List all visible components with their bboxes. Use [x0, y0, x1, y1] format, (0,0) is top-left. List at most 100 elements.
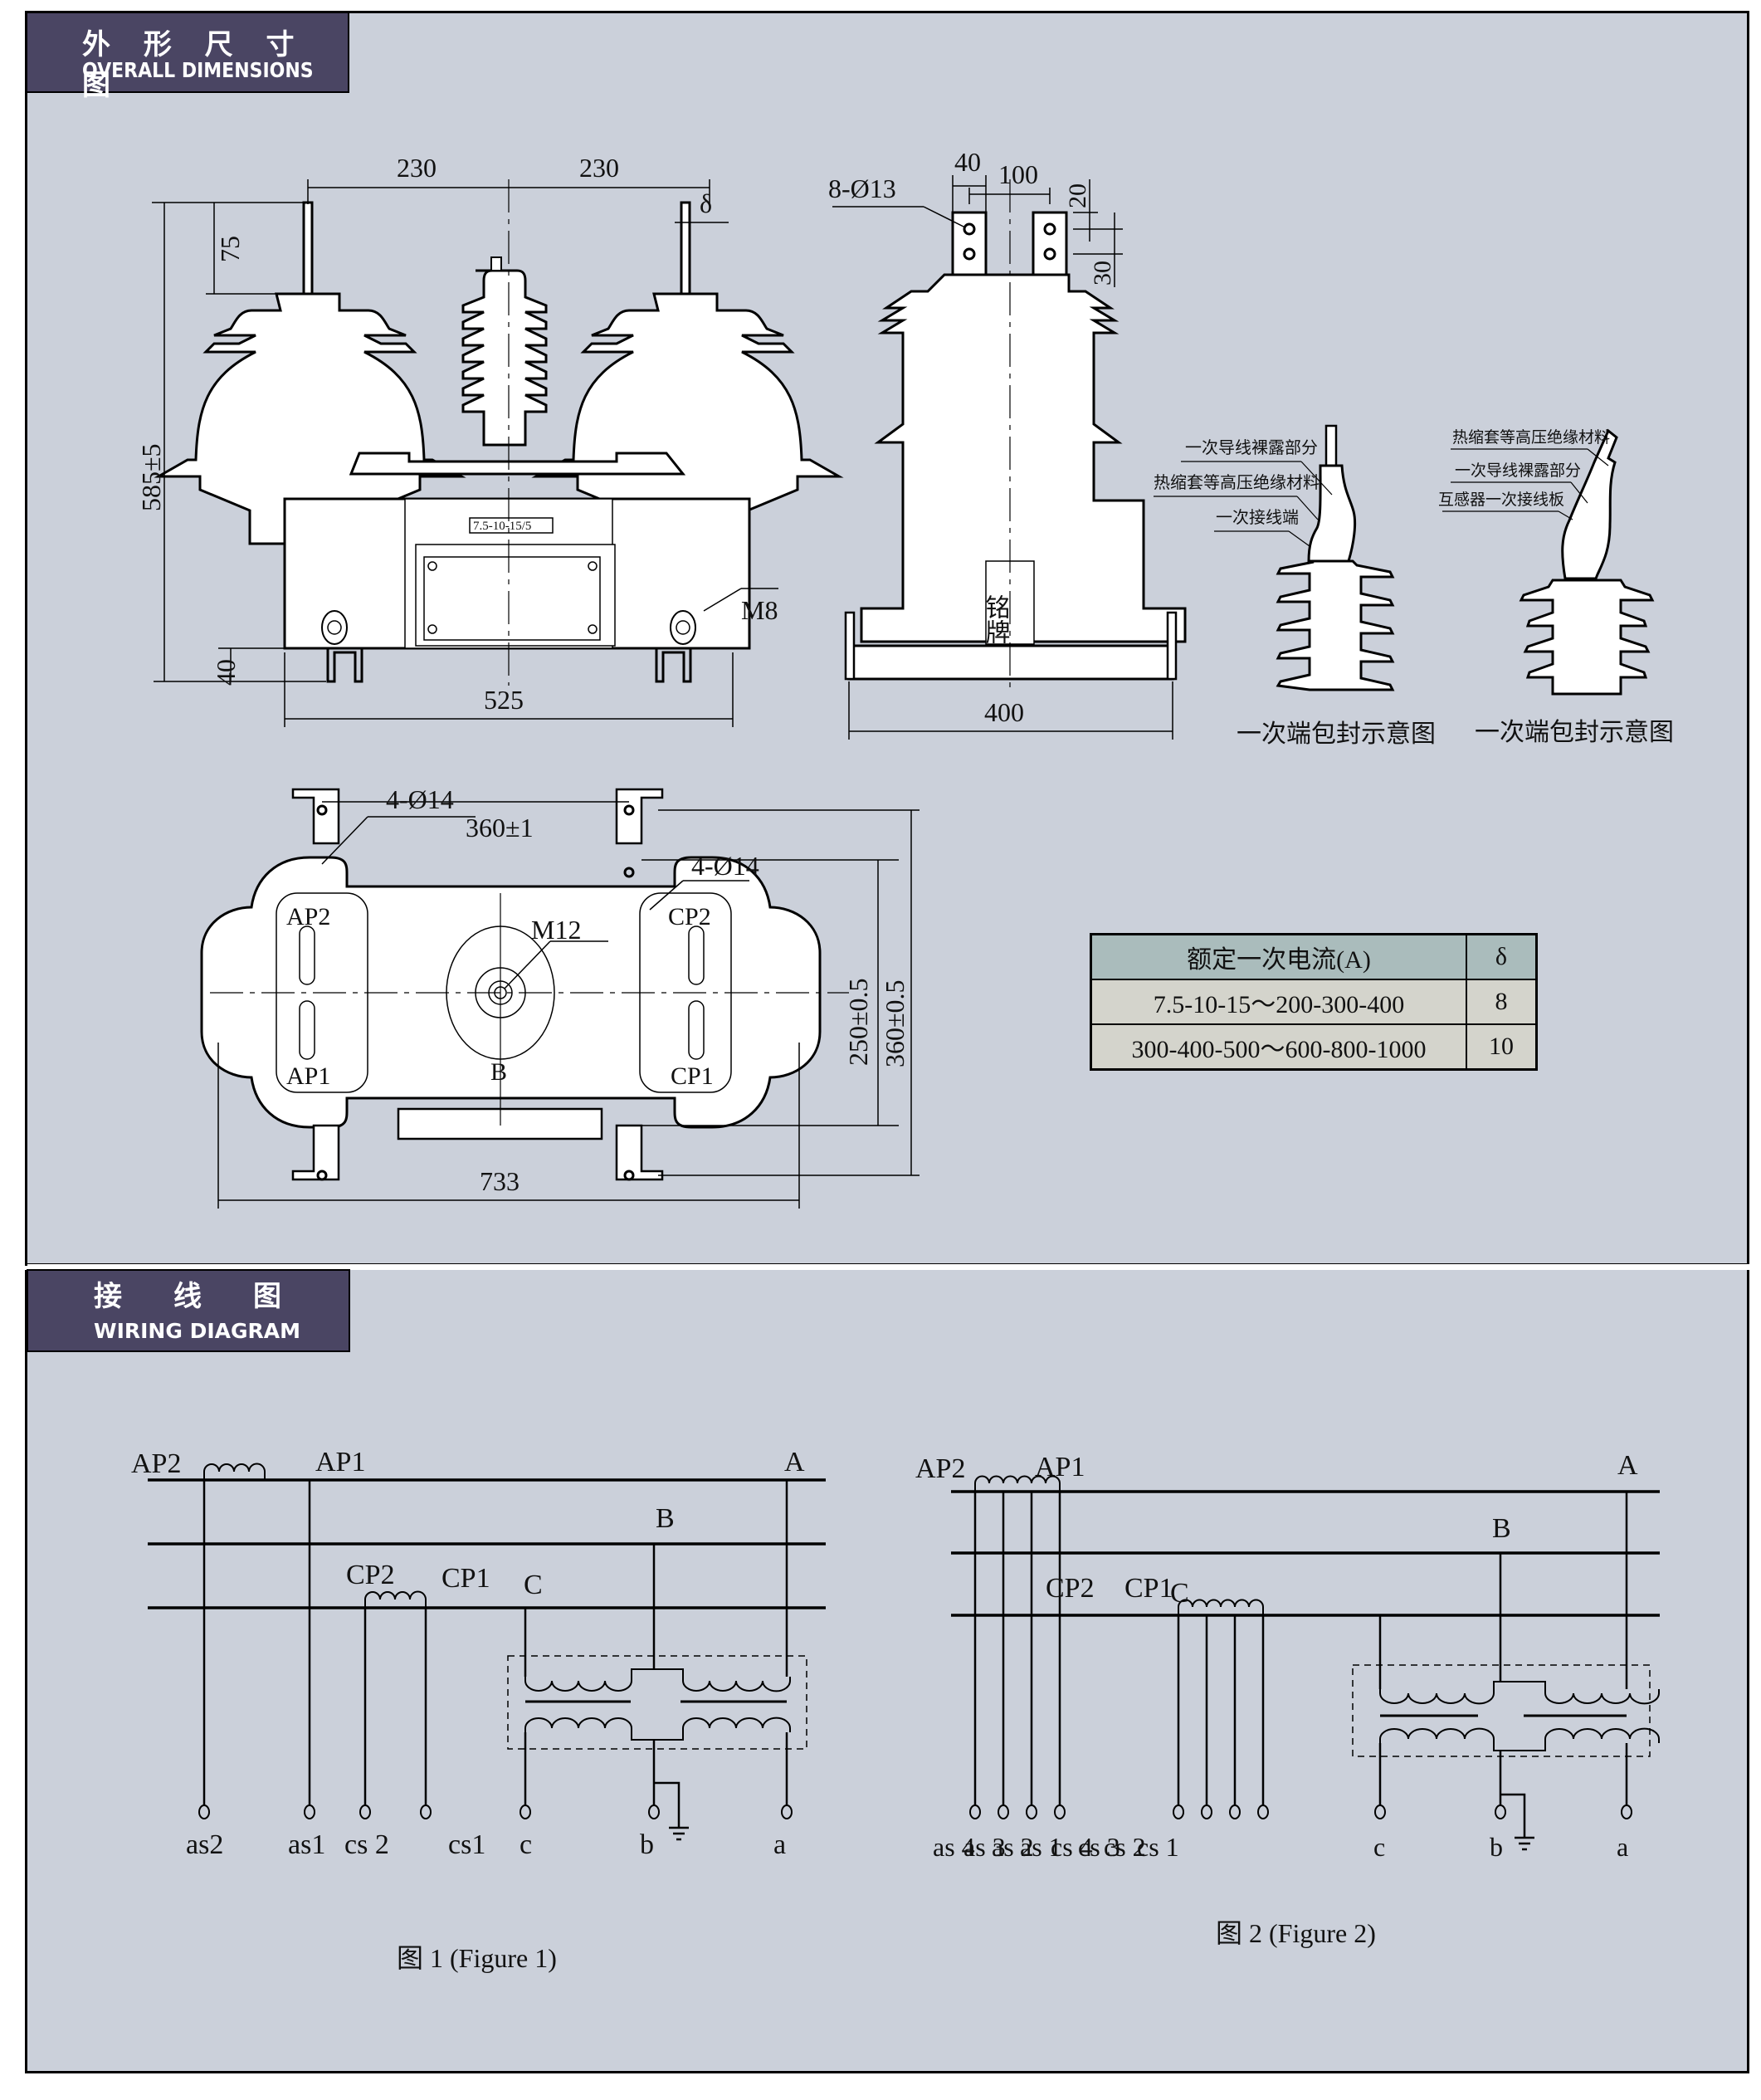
fig1-terminal-label: c: [520, 1829, 532, 1860]
wiring-banner-overlay: 接 线 图 WIRING DIAGRAM: [27, 1269, 350, 1352]
encapsulation-left-drawing: 一次导线裸露部分 热缩套等高压绝缘材料 一次接线端 一次端包封示意图: [1154, 424, 1436, 749]
fig1-label-ap1: AP1: [315, 1447, 365, 1477]
fig2-label-ap1: AP1: [1035, 1452, 1085, 1482]
table-cell-current: 300-400-500～600-800-1000: [1090, 1023, 1467, 1071]
fig2-terminal-label: cs 1: [1137, 1832, 1179, 1862]
rated-current-table: 额定一次电流(A) δ 7.5-10-15～200-300-400 8 300-…: [1090, 933, 1538, 1071]
fig2-label-phase-b: B: [1492, 1513, 1511, 1544]
dim-top-length: 733: [480, 1166, 520, 1196]
terminal-circle: [1173, 1805, 1184, 1819]
encap-left-label-3: 一次接线端: [1216, 507, 1299, 527]
fig2-terminal-label: as 3: [963, 1832, 1006, 1862]
dimension-drawings: 230 230 δ 75 585±5 40 525 7.5-10-15/5 M8: [136, 147, 1674, 1209]
dim-outer-width: 360±0.5: [880, 979, 910, 1067]
bolt-m8-label: M8: [741, 595, 778, 625]
terminal-circle: [781, 1805, 793, 1819]
terminal-circle: [359, 1805, 371, 1819]
section-banner-dimensions: 外 形 尺 寸 图 OVERALL DIMENSIONS: [27, 13, 349, 102]
dim-terminal-width: 40: [954, 147, 981, 177]
dim-front-left-spacing: 230: [397, 153, 437, 183]
section-title-en: OVERALL DIMENSIONS: [82, 58, 314, 82]
center-bolt-label: M12: [531, 915, 581, 945]
fig2-label-ap2: AP2: [915, 1453, 965, 1484]
encap-right-label-2: 一次导线裸露部分: [1455, 462, 1581, 480]
fig2-terminal-label: cs 2: [1104, 1832, 1146, 1862]
fig1-label-ap2: AP2: [131, 1448, 181, 1479]
terminal-circle: [420, 1805, 432, 1819]
terminal-ap2-label: AP2: [286, 903, 330, 930]
dim-inner-width: 250±0.5: [843, 978, 873, 1066]
fig2-terminal-label: c: [1373, 1832, 1385, 1862]
fig1-pt-enclosure: [507, 1655, 807, 1750]
terminal-circle: [1054, 1805, 1066, 1819]
fig2-caption: 图 2 (Figure 2): [1216, 1918, 1376, 1948]
fig2-terminal-label: as 1: [1020, 1832, 1062, 1862]
dim-terminal-spacing: 100: [998, 159, 1038, 189]
fig1-ground-icon: [669, 1826, 689, 1841]
table-cell-current: 7.5-10-15～200-300-400: [1090, 979, 1467, 1025]
terminal-b-label: B: [490, 1058, 507, 1086]
figure-1-labels: AP2 AP1 A B CP2 CP1 C as2 as1 cs 2 cs1 c…: [131, 1447, 805, 1973]
terminal-circle: [520, 1805, 531, 1819]
nameplate-label: 铭牌: [981, 594, 1010, 644]
fig1-label-phase-c: C: [524, 1570, 543, 1600]
rating-plate-text: 7.5-10-15/5: [473, 520, 531, 533]
fig2-ct-a-coil: [974, 1475, 1061, 1492]
fig2-terminal-label: cs 3: [1078, 1832, 1120, 1862]
terminal-cp1-label: CP1: [671, 1062, 714, 1090]
fig1-pt-primary-winding: [524, 1668, 791, 1692]
terminal-circle: [1026, 1805, 1037, 1819]
dim-base-height: 40: [211, 659, 241, 686]
side-holes-label: 8-Ø13: [828, 173, 896, 203]
encap-right-label-1: 热缩套等高压绝缘材料: [1452, 428, 1610, 447]
fig1-label-cp1: CP1: [441, 1563, 490, 1594]
fig2-label-cp1: CP1: [1124, 1573, 1173, 1604]
top-holes-label: 4-Ø14: [386, 784, 454, 814]
dim-terminal-height: 75: [215, 236, 245, 262]
figure-2-labels: AP2 AP1 A B CP2 CP1 C as 4 as 3 as 2 as …: [915, 1450, 1638, 1948]
table-row: 300-400-500～600-800-1000 10: [1090, 1023, 1538, 1071]
terminal-circle: [1257, 1805, 1269, 1819]
terminal-circle: [998, 1805, 1009, 1819]
terminal-circle: [304, 1805, 315, 1819]
terminal-circle: [1374, 1805, 1386, 1819]
overall-dimensions-panel: 外 形 尺 寸 图 OVERALL DIMENSIONS: [25, 11, 1749, 1266]
terminal-circle: [969, 1805, 981, 1819]
fig1-terminal-label: a: [773, 1829, 786, 1860]
fig1-label-phase-b: B: [656, 1503, 675, 1534]
wiring-title-cn: 接 线 图: [94, 1280, 293, 1313]
fig1-ct-c-coil: [364, 1590, 427, 1608]
fig2-terminal-label: cs 4: [1051, 1832, 1093, 1862]
fig2-terminal-label: a: [1617, 1832, 1628, 1862]
dim-delta: δ: [700, 188, 712, 218]
top-view-drawing: 4-Ø14 360±1 4-Ø14 250±0.5 360±0.5 733 M1…: [200, 784, 920, 1209]
figure-1-diagram: [148, 1463, 826, 1841]
fig1-label-cp2: CP2: [346, 1560, 395, 1590]
table-row: 7.5-10-15～200-300-400 8: [1090, 979, 1538, 1025]
dim-hole-top: 20: [1064, 183, 1091, 208]
fig1-caption: 图 1 (Figure 1): [397, 1943, 557, 1973]
fig1-terminal-label: b: [640, 1829, 654, 1860]
fig1-terminal-label: as1: [288, 1829, 325, 1860]
fig2-ground-icon: [1515, 1836, 1534, 1851]
table-header-row: 额定一次电流(A) δ: [1090, 933, 1538, 980]
table-cell-delta: 10: [1466, 1023, 1538, 1071]
table-cell-delta: 8: [1466, 979, 1538, 1025]
table-header-delta: δ: [1466, 933, 1538, 980]
terminal-circle: [1201, 1805, 1212, 1819]
fig2-terminal-label: b: [1490, 1832, 1503, 1862]
right-holes-label: 4-Ø14: [691, 851, 759, 881]
encap-left-caption: 一次端包封示意图: [1237, 720, 1436, 749]
fig2-pt-primary-winding: [1379, 1681, 1660, 1705]
terminal-circle: [1621, 1805, 1632, 1819]
dim-hole-spacing: 30: [1089, 261, 1116, 286]
wiring-title-en: WIRING DIAGRAM: [94, 1319, 300, 1343]
dim-total-height: 585±5: [136, 443, 166, 511]
section-title-cn: 外 形 尺 寸 图: [82, 28, 306, 102]
encap-left-label-1: 一次导线裸露部分: [1185, 437, 1318, 457]
fig1-label-phase-a: A: [784, 1447, 805, 1477]
encap-left-label-2: 热缩套等高压绝缘材料: [1154, 472, 1320, 492]
table-header-current: 额定一次电流(A): [1090, 933, 1467, 980]
fig2-label-phase-a: A: [1617, 1450, 1638, 1481]
fig2-label-phase-c: C: [1170, 1578, 1189, 1609]
